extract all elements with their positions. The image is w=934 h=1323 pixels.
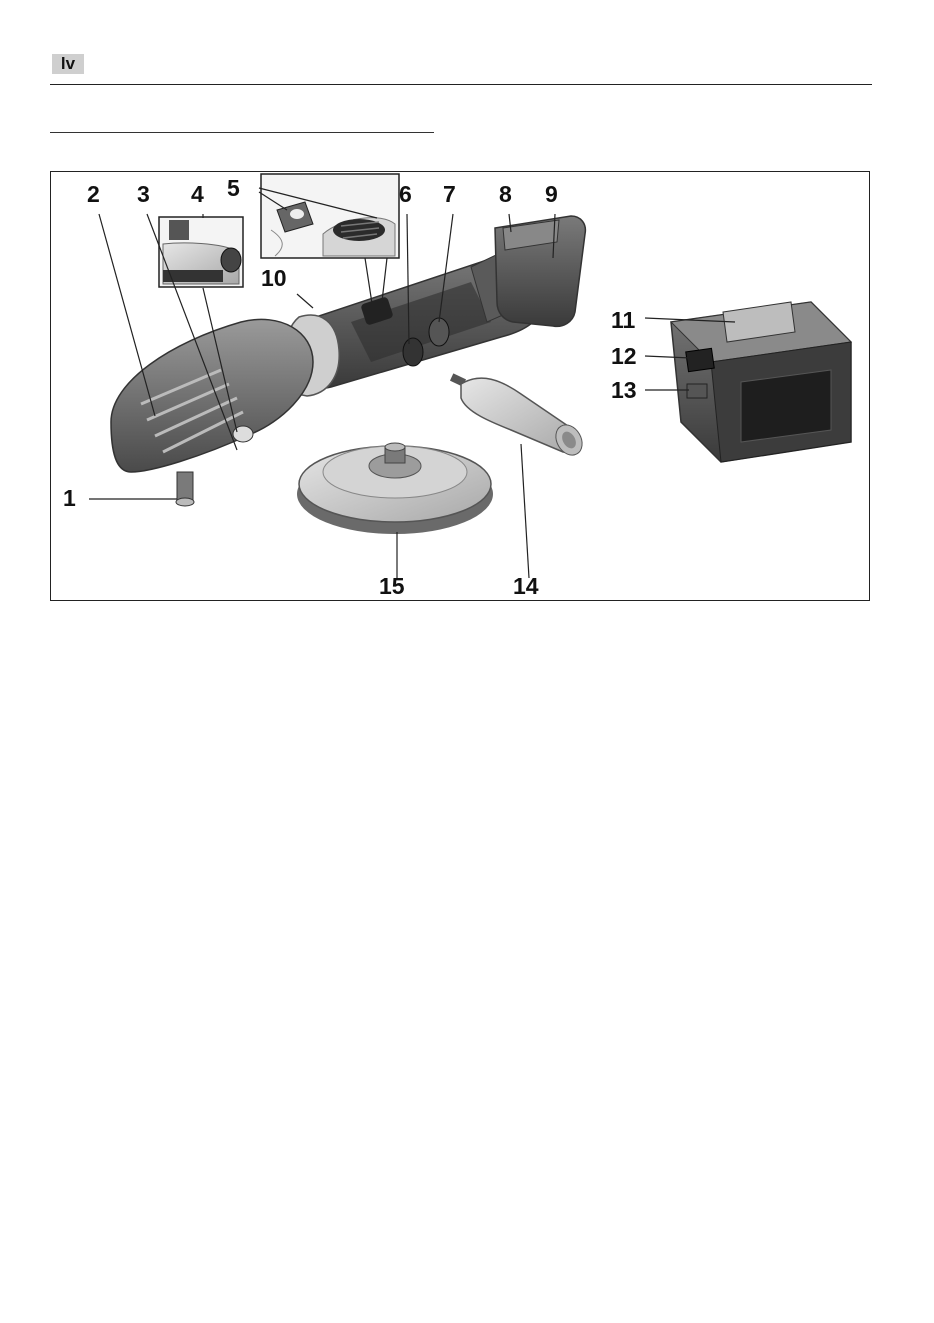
section-title-rule bbox=[50, 132, 434, 133]
callout-4: 4 bbox=[191, 182, 204, 206]
language-tag: lv bbox=[52, 54, 84, 74]
callout-9: 9 bbox=[545, 182, 558, 206]
product-illustration: 1 2 3 4 5 6 7 8 9 10 11 12 13 14 15 bbox=[50, 171, 870, 601]
battery-pack bbox=[671, 302, 851, 462]
callout-6: 6 bbox=[399, 182, 412, 206]
callout-15: 15 bbox=[379, 574, 405, 598]
callout-3: 3 bbox=[137, 182, 150, 206]
callout-1: 1 bbox=[63, 486, 76, 510]
callout-12: 12 bbox=[611, 344, 637, 368]
callout-2: 2 bbox=[87, 182, 100, 206]
callout-7: 7 bbox=[443, 182, 456, 206]
polishing-pad bbox=[297, 443, 493, 534]
detail-inset-4 bbox=[159, 217, 243, 287]
callout-5: 5 bbox=[227, 176, 240, 200]
callout-10: 10 bbox=[261, 266, 287, 290]
callout-14: 14 bbox=[513, 574, 539, 598]
callout-13: 13 bbox=[611, 378, 637, 402]
header-rule bbox=[50, 84, 872, 85]
tool-drawing bbox=[51, 172, 871, 602]
callout-8: 8 bbox=[499, 182, 512, 206]
detail-inset-5 bbox=[261, 174, 399, 258]
callout-11: 11 bbox=[611, 308, 635, 332]
auxiliary-handle bbox=[450, 373, 587, 459]
